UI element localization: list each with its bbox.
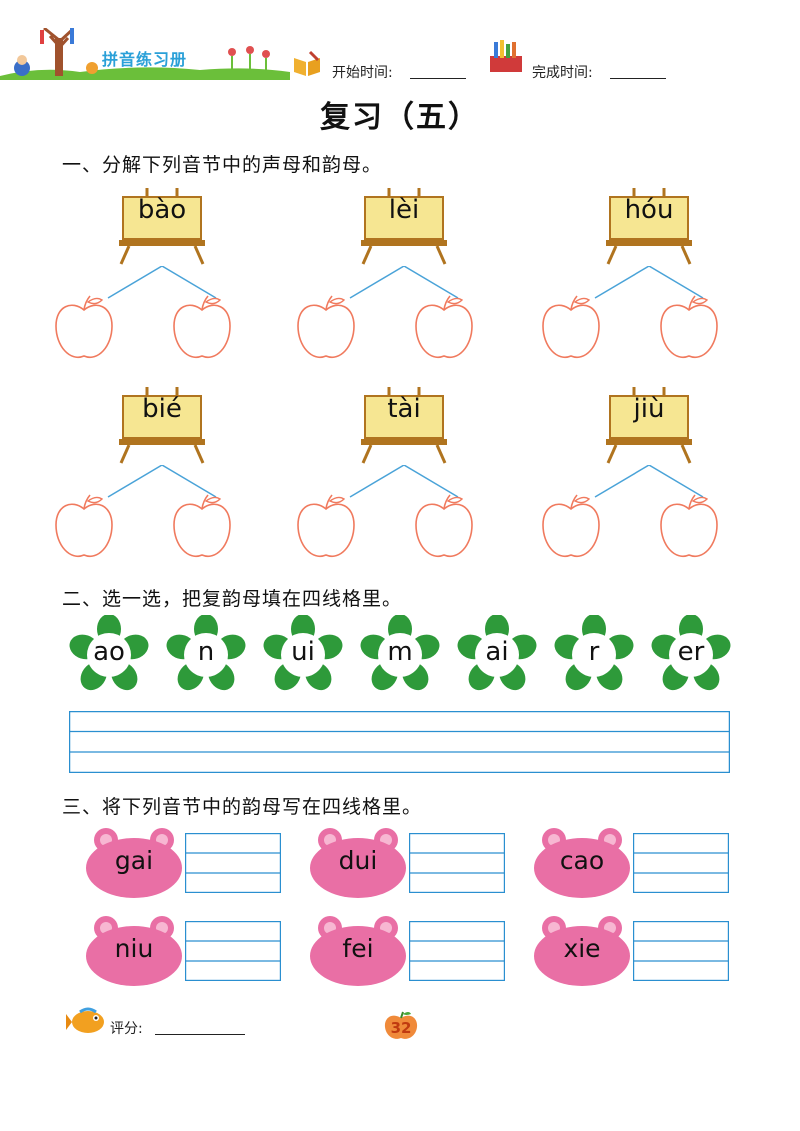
- branch-lines: [348, 265, 460, 304]
- initial-apple-answer[interactable]: [294, 294, 358, 368]
- bear-syllable: fei: [308, 914, 408, 986]
- final-apple-answer[interactable]: [412, 493, 476, 567]
- flower-option[interactable]: ai: [457, 615, 537, 695]
- section2-heading: 二、选一选，把复韵母填在四线格里。: [62, 588, 403, 610]
- bear-syllable-text: gai: [114, 846, 154, 875]
- flower-option-text: ai: [485, 637, 509, 667]
- writing-grid-long[interactable]: [68, 710, 731, 777]
- easel-board: [122, 196, 202, 240]
- syllable-text: jiù: [633, 394, 665, 424]
- flower-option[interactable]: ao: [69, 615, 149, 695]
- easel-board: [122, 395, 202, 439]
- section1-heading: 一、分解下列音节中的声母和韵母。: [62, 154, 383, 176]
- bear-syllable-text: dui: [338, 846, 378, 875]
- bear-syllable: cao: [532, 826, 632, 898]
- writing-grid[interactable]: [184, 832, 282, 897]
- book-icon: [292, 50, 322, 80]
- easel-board: [609, 196, 689, 240]
- syllable-easel: lèi: [359, 188, 449, 268]
- bear-syllable-text: xie: [563, 934, 601, 963]
- branch-lines: [593, 265, 705, 304]
- bear-syllable: xie: [532, 914, 632, 986]
- writing-grid[interactable]: [408, 920, 506, 985]
- bear-syllable-text: fei: [342, 934, 374, 963]
- writing-grid[interactable]: [632, 920, 730, 985]
- initial-apple-answer[interactable]: [52, 294, 116, 368]
- bear-syllable: dui: [308, 826, 408, 898]
- final-apple-answer[interactable]: [657, 294, 721, 368]
- flower-option[interactable]: r: [554, 615, 634, 695]
- start-time-label: 开始时间:: [332, 65, 393, 81]
- syllable-easel: tài: [359, 387, 449, 467]
- writing-grid[interactable]: [408, 832, 506, 897]
- flower-option-text: r: [588, 637, 600, 667]
- flower-option-text: n: [197, 637, 215, 667]
- syllable-text: hóu: [624, 195, 674, 225]
- easel-board: [609, 395, 689, 439]
- final-apple-answer[interactable]: [170, 493, 234, 567]
- stationery-icon: [486, 40, 526, 80]
- writing-grid[interactable]: [184, 920, 282, 985]
- initial-apple-answer[interactable]: [539, 294, 603, 368]
- final-apple-answer[interactable]: [657, 493, 721, 567]
- syllable-easel: bào: [117, 188, 207, 268]
- flower-option[interactable]: ui: [263, 615, 343, 695]
- bear-syllable: niu: [84, 914, 184, 986]
- flower-option-text: er: [677, 637, 705, 667]
- flower-option-text: m: [387, 637, 413, 667]
- final-apple-answer[interactable]: [412, 294, 476, 368]
- bear-syllable-text: niu: [114, 934, 154, 963]
- book-title: 拼音练习册: [102, 50, 188, 69]
- flower-option[interactable]: n: [166, 615, 246, 695]
- final-apple-answer[interactable]: [170, 294, 234, 368]
- bear-syllable: gai: [84, 826, 184, 898]
- branch-lines: [106, 265, 218, 304]
- branch-lines: [106, 464, 218, 503]
- branch-lines: [593, 464, 705, 503]
- branch-lines: [348, 464, 460, 503]
- initial-apple-answer[interactable]: [294, 493, 358, 567]
- page-number: 32: [390, 1019, 412, 1037]
- syllable-text: tài: [387, 394, 421, 424]
- finish-time-field[interactable]: [610, 62, 666, 79]
- score-field[interactable]: [155, 1018, 245, 1035]
- initial-apple-answer[interactable]: [52, 493, 116, 567]
- section3-heading: 三、将下列音节中的韵母写在四线格里。: [62, 796, 423, 818]
- score-label: 评分:: [110, 1021, 143, 1037]
- writing-grid[interactable]: [632, 832, 730, 897]
- flower-option[interactable]: m: [360, 615, 440, 695]
- initial-apple-answer[interactable]: [539, 493, 603, 567]
- bear-syllable-text: cao: [559, 846, 605, 875]
- syllable-text: bié: [142, 394, 182, 424]
- syllable-easel: hóu: [604, 188, 694, 268]
- page-title: 复习（五）: [320, 100, 480, 135]
- syllable-easel: jiù: [604, 387, 694, 467]
- syllable-text: bào: [137, 195, 187, 225]
- flower-option[interactable]: er: [651, 615, 731, 695]
- start-time-field[interactable]: [410, 62, 466, 79]
- easel-board: [364, 395, 444, 439]
- header-illustration: [0, 26, 290, 80]
- fish-icon: [66, 1006, 108, 1040]
- easel-board: [364, 196, 444, 240]
- syllable-easel: bié: [117, 387, 207, 467]
- page-number-apple: 32: [382, 1010, 420, 1042]
- flower-option-text: ui: [291, 637, 315, 667]
- finish-time-label: 完成时间:: [532, 65, 593, 81]
- syllable-text: lèi: [388, 195, 420, 225]
- flower-option-text: ao: [93, 637, 125, 667]
